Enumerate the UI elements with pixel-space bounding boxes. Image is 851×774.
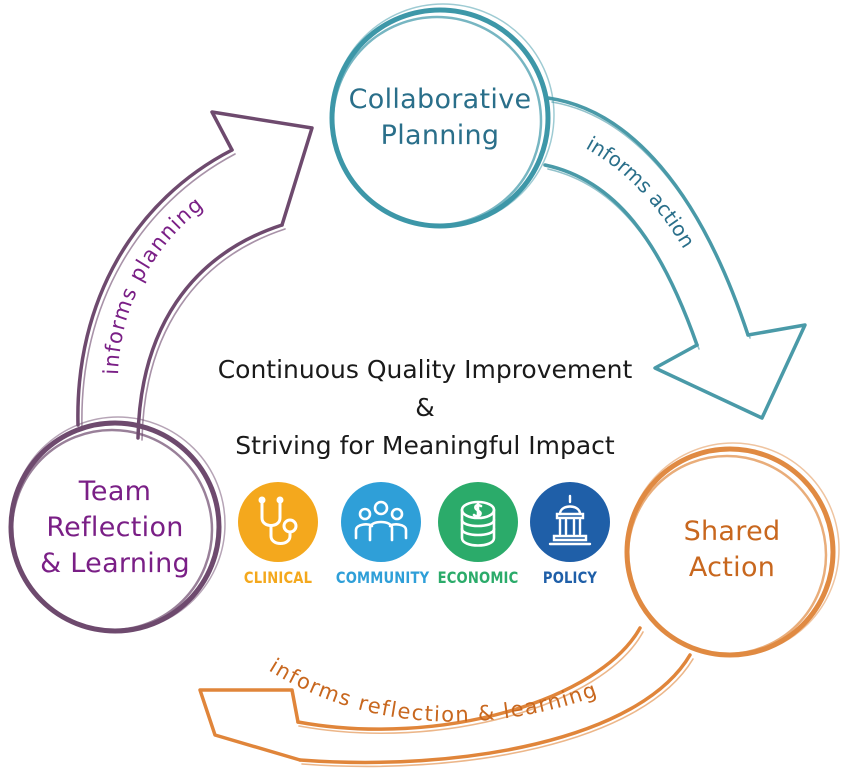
node-team-reflection: Team Reflection & Learning bbox=[20, 474, 210, 582]
node-shared-action: Shared Action bbox=[632, 514, 832, 586]
coins-icon bbox=[460, 500, 496, 547]
impact-economic-label: ECONOMIC bbox=[437, 568, 519, 587]
arrow-informs-action bbox=[543, 96, 807, 420]
ring-collaborative-planning bbox=[329, 3, 555, 229]
impact-clinical-label: CLINICAL bbox=[243, 568, 313, 587]
stethoscope-icon bbox=[258, 496, 298, 545]
node-collaborative-planning: Collaborative Planning bbox=[335, 82, 545, 154]
impact-community: COMMUNITY bbox=[326, 482, 436, 592]
impact-economic: ECONOMIC bbox=[428, 482, 528, 592]
center-title-ampersand: & bbox=[415, 393, 435, 422]
capitol-icon bbox=[548, 494, 592, 546]
impact-clinical: CLINICAL bbox=[230, 482, 326, 592]
impact-community-badge bbox=[341, 482, 421, 562]
arrow-informs-planning bbox=[76, 110, 314, 441]
node-reflection-line3: & Learning bbox=[40, 548, 190, 579]
node-planning-line1: Collaborative bbox=[348, 84, 532, 115]
impact-economic-badge bbox=[438, 482, 518, 562]
people-icon bbox=[354, 500, 408, 542]
label-informs-reflection: informs reflection & learning bbox=[265, 654, 600, 727]
node-reflection-line1: Team bbox=[78, 476, 152, 507]
impact-policy: POLICY bbox=[525, 482, 615, 592]
impact-clinical-badge bbox=[238, 482, 318, 562]
ring-shared-action bbox=[624, 442, 840, 658]
impact-policy-badge bbox=[530, 482, 610, 562]
center-title-line1: Continuous Quality Improvement bbox=[217, 355, 633, 384]
node-reflection-line2: Reflection bbox=[46, 512, 184, 543]
center-title-line3: Striving for Meaningful Impact bbox=[235, 431, 615, 460]
node-action-line2: Action bbox=[688, 552, 776, 583]
node-planning-line2: Planning bbox=[380, 120, 500, 151]
impact-community-label: COMMUNITY bbox=[335, 568, 430, 587]
node-action-line1: Shared bbox=[683, 516, 781, 547]
impact-policy-label: POLICY bbox=[542, 568, 598, 587]
ring-team-reflection bbox=[8, 416, 226, 634]
arrow-informs-reflection bbox=[198, 626, 694, 768]
